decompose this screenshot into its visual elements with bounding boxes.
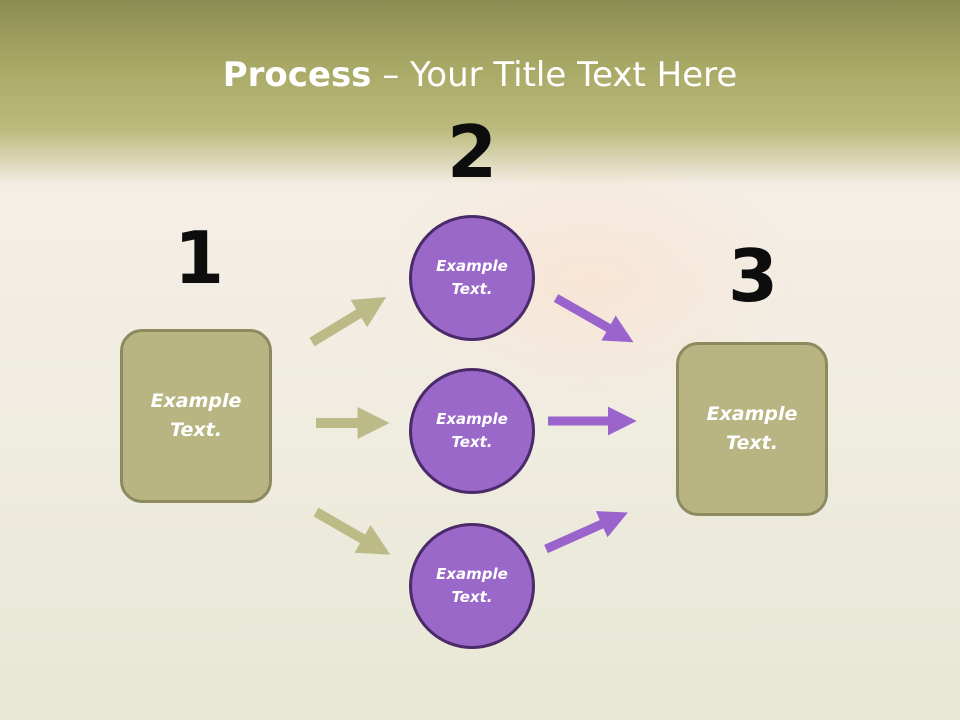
circle-1-text: Example Text.	[436, 257, 508, 298]
step-1-box: Example Text.	[120, 329, 272, 503]
step-2-circle-3: Example Text.	[409, 523, 535, 649]
slide-title: Process – Your Title Text Here	[0, 52, 960, 98]
arrow-olive-down	[313, 507, 391, 555]
step-number-3: 3	[727, 234, 779, 318]
step-number-2: 2	[446, 110, 498, 194]
title-bold: Process	[222, 55, 372, 95]
circle-2-text: Example Text.	[436, 410, 508, 451]
title-rest: – Your Title Text Here	[371, 55, 738, 95]
arrow-purple-down	[553, 294, 634, 343]
circle-3-text: Example Text.	[436, 565, 508, 606]
arrow-olive-up	[309, 297, 387, 347]
step-2-circle-1: Example Text.	[409, 215, 535, 341]
header-band	[0, 0, 960, 185]
step-2-circle-2: Example Text.	[409, 368, 535, 494]
step-3-box: Example Text.	[676, 342, 828, 516]
step-1-box-text: Example Text.	[150, 390, 242, 441]
arrow-purple-up	[544, 511, 628, 554]
step-3-box-text: Example Text.	[706, 403, 798, 454]
step-number-1: 1	[173, 216, 225, 300]
